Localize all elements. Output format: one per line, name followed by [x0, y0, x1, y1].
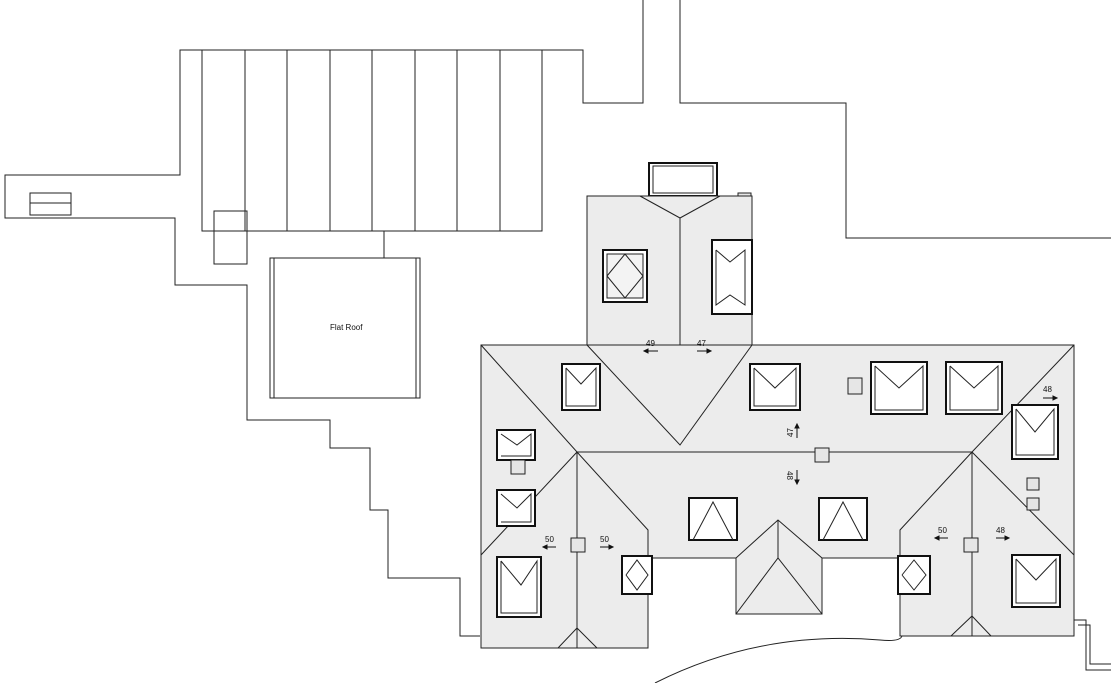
roof-vent-1 [847, 377, 863, 395]
parking-stalls [201, 49, 543, 232]
slope-label-49: 49 [646, 339, 655, 348]
dormer-l-3 [496, 556, 542, 618]
flat-roof-label: Flat Roof [330, 323, 363, 332]
dormer-s-4 [897, 555, 931, 595]
dormer-r-2 [1011, 554, 1061, 608]
equipment-box [29, 192, 72, 216]
slope-label-50-c: 50 [938, 526, 947, 535]
ridge-vent-left [570, 537, 586, 553]
vent-box [213, 210, 248, 265]
right-edge-detail [1073, 619, 1111, 671]
slope-label-47-left: 47 [697, 339, 706, 348]
ridge-vent-center [814, 447, 830, 463]
chimney [648, 162, 718, 197]
slope-annotations: 49 47 47 48 48 50 50 50 48 [541, 339, 1059, 550]
roof-vent-3 [1026, 477, 1040, 491]
slope-label-50-b: 50 [600, 535, 609, 544]
driveway-curve [654, 635, 903, 683]
roof-vent-4 [1026, 497, 1040, 511]
slope-label-48-right-low: 48 [996, 526, 1005, 535]
slope-label-48-center: 48 [785, 471, 794, 480]
property-line-b [679, 0, 1111, 239]
dormers [496, 239, 1061, 618]
roof-vent-2 [510, 459, 526, 475]
slope-label-48-right-top: 48 [1043, 385, 1052, 394]
south-gable-center [735, 519, 823, 615]
dormer-t-1 [561, 363, 601, 411]
flat-roof-area: Flat Roof [269, 231, 421, 399]
ridge-vent-right [963, 537, 979, 553]
slope-label-47-center: 47 [786, 428, 795, 437]
slope-label-50-a: 50 [545, 535, 554, 544]
dormer-s-3 [621, 555, 653, 595]
